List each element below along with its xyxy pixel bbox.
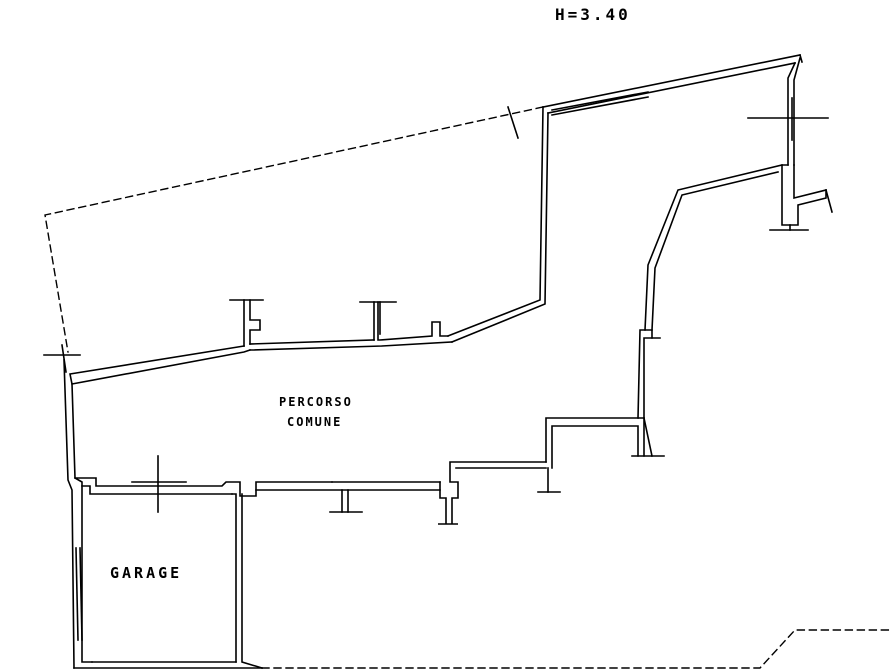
east-wall [748, 58, 828, 165]
ceiling-height-label: H=3.40 [555, 5, 631, 24]
corridor-south-inner [82, 486, 232, 494]
east-pier [770, 165, 832, 230]
garage-east-wall-2 [242, 494, 262, 668]
step-foot-3 [644, 418, 652, 456]
north-wall-end-tick [800, 55, 802, 62]
window-line-1 [552, 92, 648, 110]
north-wall-line [543, 55, 800, 107]
room-label-line2: COMUNE [287, 415, 343, 429]
corridor-north-wall-inner [250, 342, 452, 350]
central-wall [448, 107, 548, 342]
east-pier-inner [794, 165, 826, 198]
west-wall-outer [64, 360, 74, 668]
inner-diagonal-wall [645, 165, 782, 338]
west-wall-cross-v [62, 345, 66, 372]
garage-walls [74, 456, 262, 668]
east-wall-outer [788, 63, 795, 165]
inner-diagonal-wall-inner [652, 172, 778, 330]
west-wall [44, 345, 92, 668]
corridor-north-wall [250, 302, 452, 350]
west-window-2 [80, 548, 82, 640]
step-2-inner [552, 426, 638, 468]
corridor-south-wall [75, 478, 440, 512]
step-3 [644, 338, 652, 418]
garage-east-wall [232, 494, 236, 662]
property-boundary-dashed [45, 107, 893, 668]
garage-label: GARAGE [110, 564, 183, 582]
step-2 [546, 418, 644, 462]
stepped-wall [438, 330, 664, 524]
west-wall-inner [72, 384, 92, 662]
east-pier-tick [826, 190, 832, 212]
east-wall-inner [794, 58, 800, 165]
central-wall-tick [508, 107, 518, 138]
corridor-north-wall-outer [378, 302, 448, 340]
room-label-line1: PERCORSO [279, 395, 353, 409]
corridor-south-outer [75, 478, 332, 496]
corridor-north-wall-line [250, 340, 374, 344]
window-line-2 [552, 97, 648, 115]
corridor-west-wall-upper [70, 300, 263, 384]
inner-diagonal-wall-outer [645, 165, 782, 338]
boundary-bottom-right [262, 630, 893, 668]
boundary-top-left [45, 107, 543, 352]
north-wall [543, 55, 802, 115]
corridor-north-wall-left [70, 346, 250, 384]
left-pier-1 [250, 300, 260, 344]
west-window-1 [76, 548, 78, 640]
central-wall-outer [448, 107, 543, 336]
step-3-inner [638, 330, 645, 418]
central-wall-inner [452, 113, 548, 342]
step-1 [438, 462, 546, 524]
north-wall-inner [548, 63, 795, 113]
